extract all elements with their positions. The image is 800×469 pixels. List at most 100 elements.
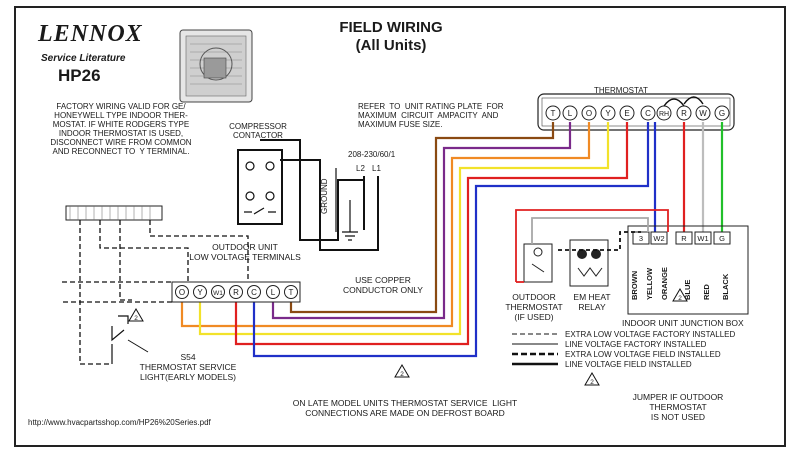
thermostat-terminal-y: Y	[600, 105, 616, 121]
junction-terminal-w1: W1	[694, 231, 712, 245]
ground-symbol	[335, 168, 358, 241]
thermostat-terminal-l: L	[562, 105, 578, 121]
outdoor-terminal-l: L	[266, 285, 280, 299]
wire-brown-t	[289, 122, 555, 314]
wire-color-label: YELLOW	[645, 267, 654, 300]
warning-triangle-icon: 2	[394, 364, 410, 378]
rating-plate-note: REFER TO UNIT RATING PLATE FOR MAXIMUM C…	[358, 102, 504, 129]
ground-label: GROUND	[320, 178, 329, 214]
brand-logo: LENNOX	[38, 21, 143, 47]
indoor-junction-box-label: INDOOR UNIT JUNCTION BOX	[622, 318, 744, 328]
common-ground-strip	[65, 205, 163, 221]
junction-terminal-label: W2	[653, 234, 664, 243]
page-title: FIELD WIRING	[339, 19, 443, 36]
wire-color-label: ORANGE	[660, 267, 669, 300]
wire-color-label: BLACK	[721, 273, 730, 300]
s54-pointer	[127, 339, 149, 353]
thermostat-wires	[180, 96, 724, 358]
thermostat-terminal-label: L	[568, 109, 573, 118]
thermostat-terminal-label: O	[586, 109, 592, 118]
warning-triangle-icon: 2	[128, 308, 144, 322]
late-model-note: ON LATE MODEL UNITS THERMOSTAT SERVICE L…	[292, 398, 518, 418]
factory-low-voltage-wiring	[62, 220, 249, 365]
outdoor-terminal-label: C	[251, 288, 257, 297]
outdoor-thermostat-label: OUTDOOR THERMOSTAT (IF USED)	[505, 292, 563, 322]
wire-color-label: BLUE	[683, 280, 692, 300]
em-heat-relay-label: EM HEAT RELAY	[573, 292, 611, 312]
junction-wire-colors: BROWN YELLOW ORANGE BLUE RED BLACK	[630, 267, 730, 300]
thermostat-terminal-rh: RH	[656, 105, 672, 121]
wire-orange-o	[180, 122, 591, 328]
s54-switch	[111, 315, 129, 364]
legend-label-elv-field: EXTRA LOW VOLTAGE FIELD INSTALLED	[565, 350, 721, 359]
outdoor-terminal-c: C	[247, 285, 261, 299]
thermostat-terminal-label: RH	[659, 111, 669, 118]
outdoor-terminal-label: L	[271, 288, 276, 297]
thermostat-terminal-label: C	[645, 109, 651, 118]
em-heat-wires	[515, 209, 669, 283]
source-url: http://www.hvacpartsshop.com/HP26%20Seri…	[28, 418, 211, 427]
thermostat-terminal-w: W	[695, 105, 711, 121]
junction-terminal-label: G	[719, 234, 725, 243]
thermostat-terminal-c: C	[640, 105, 656, 121]
page-subtitle: (All Units)	[355, 37, 427, 54]
outdoor-terminal-label: W1	[213, 290, 223, 297]
junction-terminal-3: 3	[632, 231, 650, 245]
thermostat-terminal-label: T	[551, 109, 556, 118]
thermostat-terminal-label: Y	[605, 109, 611, 118]
junction-terminal-label: R	[681, 234, 687, 243]
outdoor-terminal-label: O	[179, 288, 185, 297]
warning-triangle-icon: 2	[584, 372, 600, 386]
wire-purple-l	[271, 122, 572, 320]
factory-wiring-note: FACTORY WIRING VALID FOR GE/ HONEYWELL T…	[50, 102, 192, 156]
outdoor-terminal-w1: W1	[211, 285, 225, 299]
outdoor-terminal-t: T	[284, 285, 298, 299]
indoor-junction-box	[627, 225, 749, 315]
outdoor-terminal-label: R	[233, 288, 239, 297]
s54-label: S54 THERMOSTAT SERVICE LIGHT(EARLY MODEL…	[139, 352, 237, 382]
service-literature-label: Service Literature	[41, 53, 126, 64]
junction-terminal-w2: W2	[650, 231, 668, 245]
outdoor-terminal-label: T	[289, 288, 294, 297]
thermostat-terminal-label: R	[681, 109, 687, 118]
compressor-contactor-label: COMPRESSOR CONTACTOR	[229, 122, 287, 140]
warning-number: 2	[134, 315, 138, 322]
em-heat-relay	[569, 239, 609, 287]
wire-color-label: BROWN	[630, 271, 639, 300]
wire-blue-c	[252, 122, 650, 358]
warning-triangle-icon: 2	[672, 288, 688, 302]
l1-label: L1	[372, 164, 381, 173]
l2-label: L2	[356, 164, 365, 173]
outdoor-terminal-label: Y	[197, 288, 203, 297]
legend-line-samples	[512, 333, 558, 366]
model-number: HP26	[58, 66, 101, 85]
jumper-rh-r	[663, 98, 685, 107]
outdoor-terminal-o: O	[175, 285, 189, 299]
outdoor-unit-terminals-label: OUTDOOR UNIT LOW VOLTAGE TERMINALS	[189, 242, 301, 262]
junction-terminal-g: G	[713, 231, 731, 245]
legend-label-elv-factory: EXTRA LOW VOLTAGE FACTORY INSTALLED	[565, 330, 736, 339]
thermostat-terminal-t: T	[545, 105, 561, 121]
thermostat-terminal-e: E	[619, 105, 635, 121]
warning-number: 2	[678, 295, 682, 302]
warning-number: 2	[400, 371, 404, 378]
wire-red-e	[234, 122, 629, 346]
legend-label-lv-factory: LINE VOLTAGE FACTORY INSTALLED	[565, 340, 707, 349]
jumper-r-w	[683, 96, 704, 105]
thermostat-terminal-g: G	[714, 105, 730, 121]
outdoor-terminal-r: R	[229, 285, 243, 299]
outdoor-terminal-y: Y	[193, 285, 207, 299]
wire-yellow-y	[198, 122, 610, 336]
thermostat-terminal-r: R	[676, 105, 692, 121]
junction-terminal-r: R	[675, 231, 693, 245]
warning-number: 2	[590, 379, 594, 386]
thermostat-label: THERMOSTAT	[594, 86, 648, 95]
line-voltage-wires	[260, 139, 379, 251]
condensing-unit-illustration	[179, 29, 253, 103]
thermostat-terminal-o: O	[581, 105, 597, 121]
warning-triangles: 2 2 2 2	[128, 288, 688, 386]
wire-color-label: RED	[702, 284, 711, 300]
